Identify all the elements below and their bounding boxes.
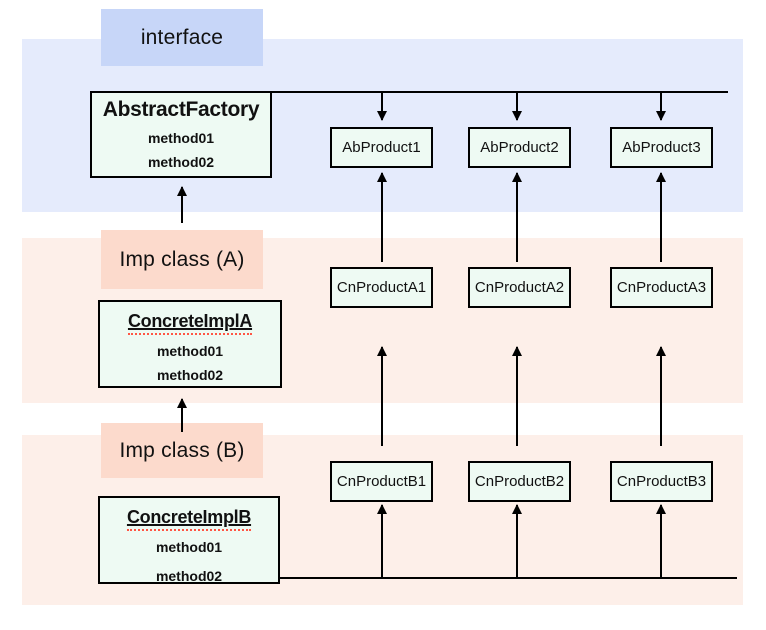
underlined-title-text: ConcreteImplB [126, 507, 251, 531]
cnproducta3-box: CnProductA3 [610, 267, 713, 308]
abproduct2-box: AbProduct2 [468, 127, 571, 168]
class-method: method02 [155, 568, 223, 584]
concrete-impl-b-class-box: ConcreteImplB method01 method02 [98, 496, 280, 584]
abproduct1-box: AbProduct1 [330, 127, 433, 168]
impl-class-b-layer-label: Imp class (B) [101, 423, 263, 478]
class-method: method01 [156, 343, 224, 359]
concrete-impl-a-class-box: ConcreteImplA method01 method02 [98, 300, 282, 388]
interface-layer-label: interface [101, 9, 263, 66]
class-title: ConcreteImplA [127, 311, 252, 335]
class-method: method02 [156, 367, 224, 383]
underlined-title-text: ConcreteImplA [127, 311, 252, 335]
class-title: ConcreteImplB [126, 507, 251, 531]
cnproducta1-box: CnProductA1 [330, 267, 433, 308]
class-title: AbstractFactory [102, 98, 260, 121]
abproduct3-box: AbProduct3 [610, 127, 713, 168]
cnproductb3-box: CnProductB3 [610, 461, 713, 502]
cnproductb2-box: CnProductB2 [468, 461, 571, 502]
class-method: method02 [147, 154, 215, 170]
abstract-factory-class-box: AbstractFactory method01 method02 [90, 91, 272, 178]
class-method: method01 [155, 539, 223, 555]
class-method: method01 [147, 130, 215, 146]
cnproductb1-box: CnProductB1 [330, 461, 433, 502]
cnproducta2-box: CnProductA2 [468, 267, 571, 308]
impl-class-a-layer-label: Imp class (A) [101, 230, 263, 289]
